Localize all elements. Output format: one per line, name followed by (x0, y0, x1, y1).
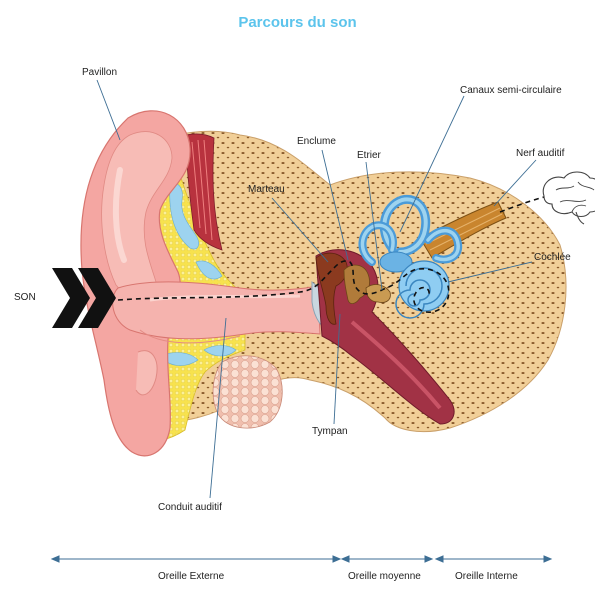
brain-icon (543, 172, 595, 224)
ear-canal (113, 282, 320, 339)
section-oreille-interne: Oreille Interne (455, 571, 518, 583)
label-pavillon: Pavillon (82, 67, 117, 79)
section-oreille-moyenne: Oreille moyenne (348, 571, 421, 583)
label-cochlee: Cochlée (534, 252, 571, 264)
gland-tissue (213, 356, 282, 428)
label-tympan: Tympan (312, 426, 348, 438)
section-scale (52, 556, 551, 562)
label-conduit: Conduit auditif (158, 502, 222, 514)
section-oreille-externe: Oreille Externe (158, 571, 224, 583)
label-nerf: Nerf auditif (516, 148, 564, 160)
label-enclume: Enclume (297, 136, 336, 148)
label-etrier: Etrier (357, 150, 381, 162)
label-son: SON (14, 292, 36, 304)
label-canaux: Canaux semi-circulaire (460, 85, 562, 97)
label-marteau: Marteau (248, 184, 285, 196)
